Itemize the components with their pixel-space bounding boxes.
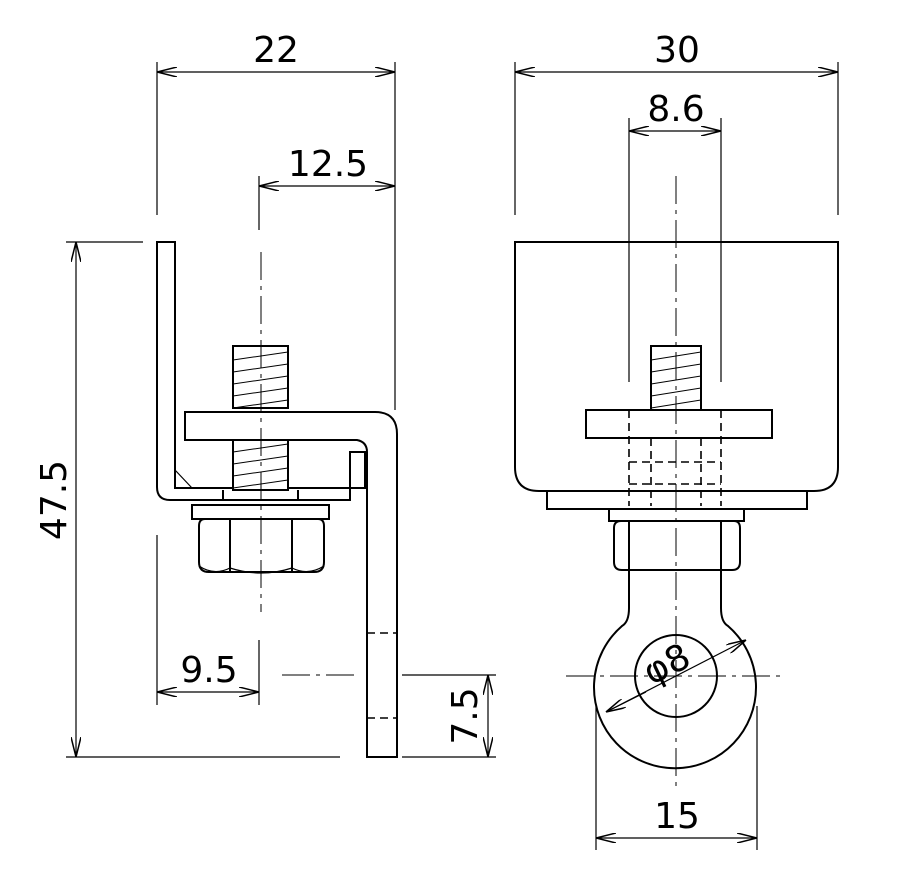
dim-30: 30 (654, 30, 700, 71)
dim-15: 15 (654, 796, 700, 837)
front-view (514, 62, 839, 850)
dim-47-5: 47.5 (34, 460, 75, 540)
side-view (66, 62, 496, 758)
dim-8-6: 8.6 (647, 89, 704, 130)
dim-7-5: 7.5 (445, 687, 486, 744)
dim-12-5: 12.5 (288, 144, 368, 185)
dim-22: 22 (253, 30, 299, 71)
dim-9-5: 9.5 (180, 650, 237, 691)
dim-phi-8: φ8 (637, 636, 697, 693)
dimension-labels: 22 12.5 47.5 9.5 7.5 30 8.6 φ8 15 (34, 30, 705, 837)
